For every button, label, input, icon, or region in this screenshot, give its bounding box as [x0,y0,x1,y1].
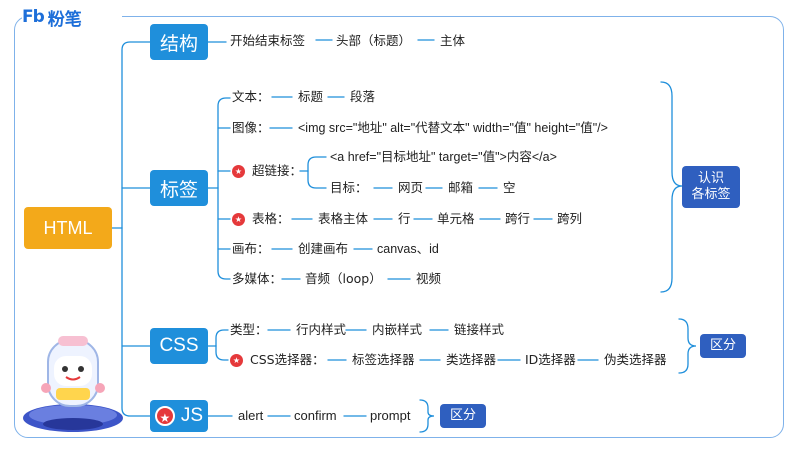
css-type-item: 链接样式 [454,322,505,337]
root-label: HTML [43,217,93,238]
mindmap-frame [14,16,784,438]
tag-table-label: 表格： [252,211,290,226]
category-structure[interactable]: 结构 [150,24,208,60]
key-point-star-icon: ★ [232,213,245,226]
tag-hyperlink-target: 空 [503,180,516,195]
tag-canvas-item: 创建画布 [298,241,349,256]
brand-name: 粉笔 [47,9,82,30]
key-point-star-icon: ★ [230,354,243,367]
js-item: prompt [370,408,411,423]
summary-tags-label: 认识 各标签 [691,171,731,202]
tag-hyperlink-target: 网页 [398,180,424,195]
tag-media-item: 视频 [416,271,442,286]
structure-item: 主体 [440,33,466,48]
category-js[interactable]: ★ JS [150,400,208,432]
css-selector-item: 伪类选择器 [604,352,667,367]
category-css[interactable]: CSS [150,328,208,364]
tag-table-item: 跨行 [505,211,531,226]
summary-tags[interactable]: 认识 各标签 [682,166,740,208]
key-point-star-icon: ★ [154,406,175,426]
tag-image-code: <img src="地址" alt="代替文本" width="值" heigh… [298,121,608,135]
tag-table-item: 行 [398,211,411,226]
structure-item: 开始结束标签 [230,33,306,48]
tag-media-label: 多媒体： [232,271,283,286]
tag-hyperlink-code: <a href="目标地址" target="值">内容</a> [330,150,557,164]
summary-css[interactable]: 区分 [700,334,746,358]
css-type-item: 内嵌样式 [372,322,423,337]
summary-js-label: 区分 [449,408,476,423]
category-tags-label: 标签 [159,178,198,201]
category-structure-label: 结构 [159,32,198,55]
brand: Fb 粉笔 [22,4,122,30]
fenbi-logo-icon: Fb [22,7,45,27]
category-tags[interactable]: 标签 [150,170,208,206]
structure-item: 头部（标题） [336,33,412,48]
root-node-html[interactable]: HTML [24,207,112,249]
tag-text-item: 段落 [350,89,376,104]
css-selector-item: 类选择器 [446,352,497,367]
tag-hyperlink-target-label: 目标： [330,180,368,195]
tag-text-item: 标题 [298,89,324,104]
category-js-label: JS [180,405,204,426]
tag-table-item: 单元格 [437,211,475,226]
category-css-label: CSS [159,335,199,356]
css-selector-item: 标签选择器 [352,352,415,367]
js-item: alert [238,408,264,423]
tag-image-label: 图像： [232,120,270,135]
css-types-label: 类型： [230,322,268,337]
tag-table-item: 跨列 [557,211,583,226]
tag-table-item: 表格主体 [318,211,369,226]
tag-media-item: 音频（loop） [305,271,382,286]
tag-canvas-label: 画布： [232,241,270,256]
summary-js[interactable]: 区分 [440,404,486,428]
summary-css-label: 区分 [709,338,736,353]
css-selectors-label: CSS选择器： [250,352,325,367]
js-item: confirm [294,408,337,423]
key-point-star-icon: ★ [232,165,245,178]
tag-hyperlink-label: 超链接： [252,163,303,178]
tag-text-label: 文本： [232,89,270,104]
tag-canvas-item: canvas、id [377,242,439,256]
css-selector-item: ID选择器 [525,352,576,367]
astronaut-mascot-icon [23,336,123,432]
tag-hyperlink-target: 邮箱 [448,180,474,195]
css-type-item: 行内样式 [296,322,347,337]
